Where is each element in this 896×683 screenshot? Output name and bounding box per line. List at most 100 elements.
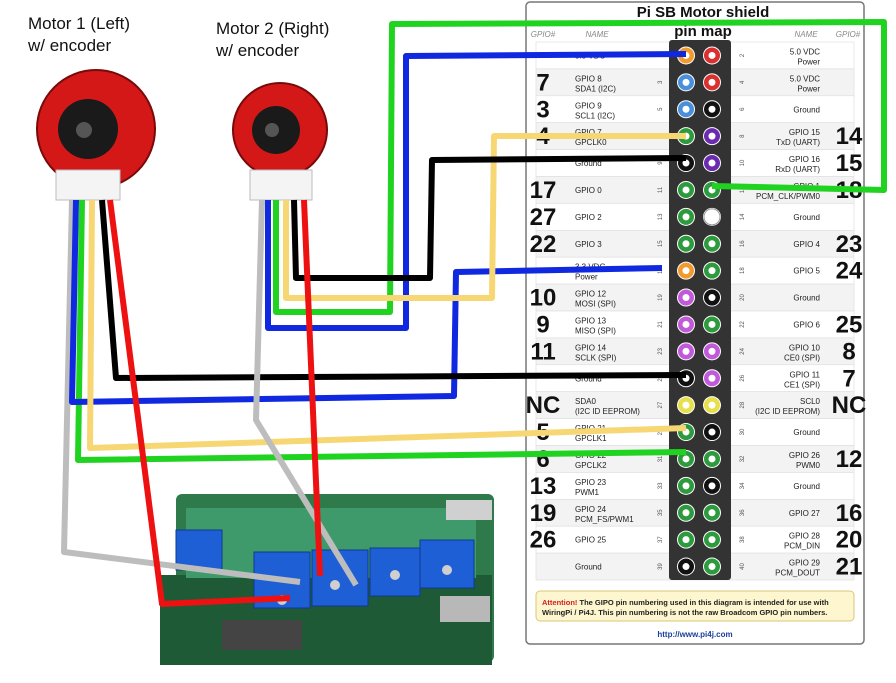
motor1-yellow-wire xyxy=(87,199,687,451)
motor1-connector xyxy=(55,169,121,201)
left-pin-hole xyxy=(682,509,690,517)
right-pin-label: PCM_DOUT xyxy=(775,569,820,578)
right-gpio-number: 20 xyxy=(836,527,863,554)
right-gpio-number: 21 xyxy=(836,554,863,581)
left-pin-label: Power xyxy=(575,273,598,282)
right-pin-label: Power xyxy=(797,84,820,93)
right-pin-name: SCL0 xyxy=(800,397,821,406)
left-pin-hole xyxy=(682,401,690,409)
right-pin-number: 20 xyxy=(740,294,746,301)
right-gpio-number: 15 xyxy=(836,150,863,177)
left-pin-hole xyxy=(682,213,690,221)
left-pin-number: 11 xyxy=(658,186,664,193)
right-pin-number: 16 xyxy=(740,240,746,247)
left-pin-name: GPIO 9 xyxy=(575,101,602,110)
left-pin-name: GPIO 12 xyxy=(575,290,607,299)
left-pin-hole xyxy=(682,563,690,571)
right-pin-name: Ground xyxy=(793,482,820,491)
right-pin-name: Ground xyxy=(793,428,820,437)
motor1-gray-wire xyxy=(61,199,301,585)
right-pin-name: GPIO 29 xyxy=(789,559,821,568)
right-pin-name: GPIO 15 xyxy=(789,128,821,137)
right-pin-name: GPIO 11 xyxy=(789,370,820,379)
right-pin-number: 34 xyxy=(740,482,746,489)
attention-box xyxy=(535,590,855,622)
left-pin-hole xyxy=(682,105,690,113)
right-pin-hole xyxy=(708,267,716,275)
left-pin-number: 35 xyxy=(658,509,664,516)
left-gpio-number: 3 xyxy=(536,96,549,123)
right-pin-name: GPIO 27 xyxy=(789,509,821,518)
left-pin-number: 23 xyxy=(658,347,664,354)
left-pin-number: 27 xyxy=(658,401,664,408)
right-pin-hole xyxy=(708,536,716,544)
right-pin-number: 22 xyxy=(740,320,746,327)
attention-line1: The GIPO pin numbering used in this diag… xyxy=(577,598,829,607)
motor2 xyxy=(232,82,328,201)
motor2-title: Motor 2 (Right) w/ encoder xyxy=(216,18,329,62)
right-pin-name: GPIO 28 xyxy=(789,532,821,541)
right-pin-hole xyxy=(708,428,716,436)
left-pin-name: GPIO 0 xyxy=(575,186,602,195)
left-pin-number: 33 xyxy=(658,482,664,489)
left-pin-label: GPCLK2 xyxy=(575,461,607,470)
left-pin-number: 19 xyxy=(658,294,664,301)
left-gpio-number: 27 xyxy=(530,204,557,231)
right-pin-name: Ground xyxy=(793,213,820,222)
right-pin-number: 40 xyxy=(740,563,746,570)
left-pin-name: GPIO 23 xyxy=(575,478,607,487)
left-pin-name: GPIO 25 xyxy=(575,536,607,545)
left-gpio-number: 9 xyxy=(536,311,549,338)
right-pin-label: RxD (UART) xyxy=(775,165,820,174)
right-pin-number: 32 xyxy=(740,455,746,462)
left-pin-hole xyxy=(682,78,690,86)
right-pin-hole xyxy=(708,347,716,355)
right-pin-label: PWM0 xyxy=(796,461,821,470)
right-pin-hole xyxy=(708,509,716,517)
usb-port xyxy=(440,596,490,622)
left-pin-label: PWM1 xyxy=(575,488,600,497)
left-pin-name: GPIO 2 xyxy=(575,213,602,222)
right-pin-number: 24 xyxy=(740,347,746,354)
right-gpio-number: 12 xyxy=(836,446,863,473)
wires xyxy=(61,19,887,607)
left-pin-hole xyxy=(682,267,690,275)
left-gpio-number: 22 xyxy=(530,231,557,258)
right-pin-hole xyxy=(708,401,716,409)
right-pin-name: Ground xyxy=(793,105,820,114)
right-pin-number: 4 xyxy=(740,80,746,84)
motor1-black-wire xyxy=(99,199,687,381)
left-pin-hole xyxy=(682,294,690,302)
left-pin-name: GPIO 7 xyxy=(575,128,602,137)
motor1-title: Motor 1 (Left) w/ encoder xyxy=(28,13,130,57)
pi4j-link[interactable]: http://www.pi4j.com xyxy=(657,630,732,639)
attention-label: Attention! xyxy=(542,598,577,607)
left-pin-name: Ground xyxy=(575,159,602,168)
pin-map-subtitle: pin map xyxy=(674,23,732,40)
right-pin-hole xyxy=(708,294,716,302)
left-pin-name: SDA0 xyxy=(575,397,596,406)
motor1-red-wire xyxy=(107,199,291,607)
right-pin-label: (I2C ID EEPROM) xyxy=(755,407,820,416)
right-gpio-number: 25 xyxy=(836,311,863,338)
right-gpio-number: 7 xyxy=(842,365,855,392)
pin-map-panel: Pi SB Motor shield pin map GPIO# NAME NA… xyxy=(525,1,866,645)
right-gpio-number: 14 xyxy=(836,123,863,150)
right-pin-hole xyxy=(708,78,716,86)
motor1-green-wire xyxy=(75,199,687,463)
left-pin-name: GPIO 3 xyxy=(575,240,602,249)
right-pin-hole xyxy=(708,51,716,59)
raspberry-pi-board xyxy=(160,494,494,665)
right-pin-number: 10 xyxy=(740,159,746,166)
right-pin-hole xyxy=(708,563,716,571)
right-gpio-number: 8 xyxy=(842,338,855,365)
left-gpio-number: 7 xyxy=(536,69,549,96)
right-pin-label: Power xyxy=(797,57,820,66)
left-pin-label: SCL1 (I2C) xyxy=(575,111,615,120)
left-pin-hole xyxy=(682,536,690,544)
right-pin-hole xyxy=(708,374,716,382)
right-pin-label: CE0 (SPI) xyxy=(784,353,820,362)
right-pin-label: TxD (UART) xyxy=(776,138,820,147)
